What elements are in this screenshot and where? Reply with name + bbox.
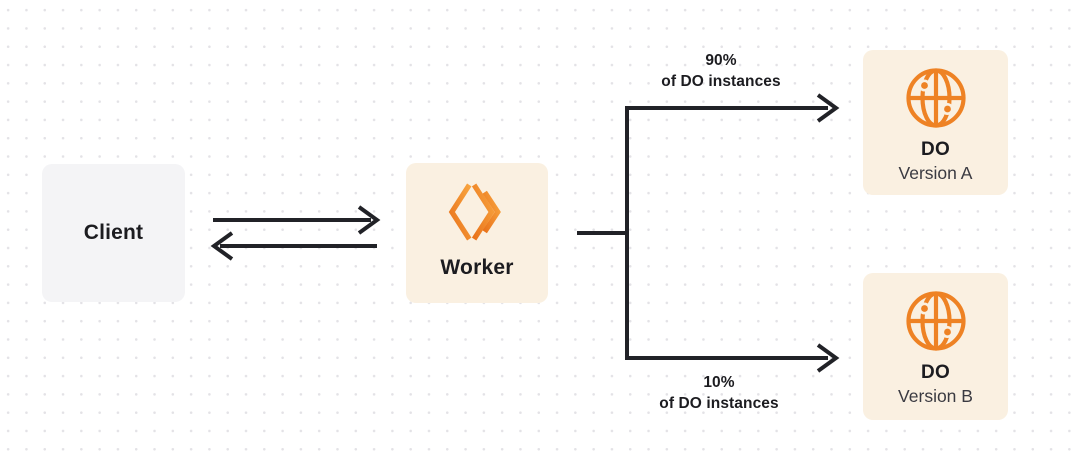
split-caption-10: of DO instances: [659, 395, 779, 412]
split-caption-90: of DO instances: [661, 73, 781, 90]
do-version-b-node: DO Version B: [863, 273, 1008, 420]
split-label-90: 90% of DO instances: [616, 50, 826, 92]
do-version-a-node: DO Version A: [863, 50, 1008, 195]
do-a-subtitle: Version A: [898, 163, 973, 183]
cloudflare-workers-icon: [448, 183, 501, 241]
arrow-worker-to-client: [210, 231, 377, 261]
arrow-split-to-do-b: [625, 343, 840, 373]
do-b-title: DO: [921, 362, 950, 383]
do-a-title: DO: [921, 139, 950, 160]
split-percent-90: 90%: [705, 52, 737, 69]
client-label: Client: [83, 221, 144, 244]
globe-icon: [905, 68, 966, 128]
split-label-10: 10% of DO instances: [614, 372, 824, 414]
client-node: Client: [42, 164, 185, 302]
worker-label: Worker: [440, 256, 514, 279]
arrow-client-to-worker: [213, 205, 381, 235]
arrow-split-to-do-a: [625, 93, 840, 123]
worker-node: Worker: [406, 163, 548, 303]
globe-icon: [905, 291, 966, 351]
do-b-subtitle: Version B: [898, 386, 973, 406]
split-percent-10: 10%: [703, 374, 735, 391]
